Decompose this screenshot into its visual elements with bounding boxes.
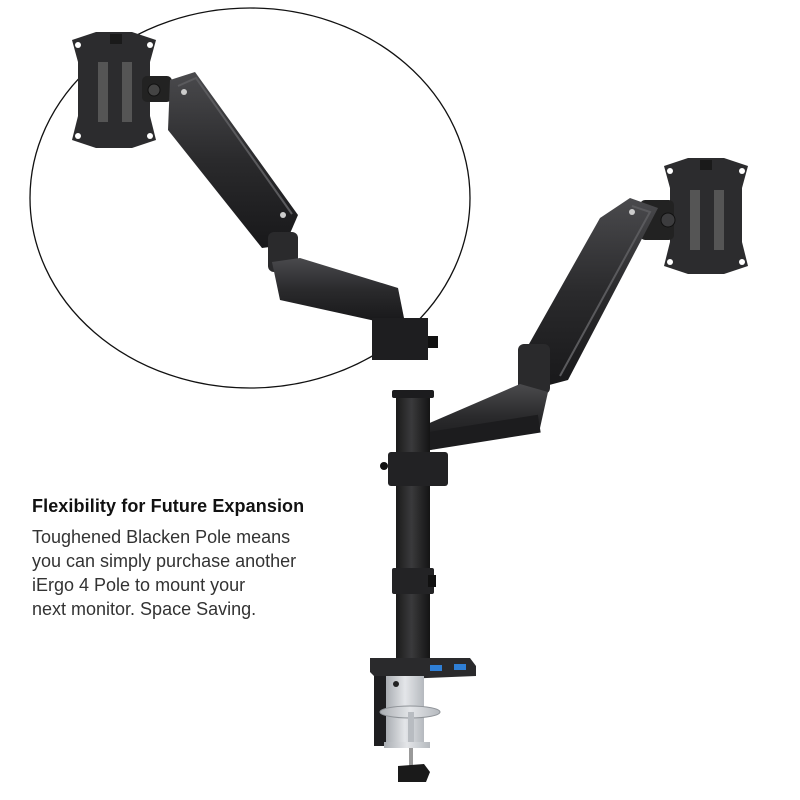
usb-port-icon: [430, 665, 442, 671]
desk-clamp-base: [370, 658, 476, 782]
caption-line: you can simply purchase another: [32, 551, 297, 571]
highlight-ellipse: [29, 7, 471, 389]
pole: [380, 390, 448, 665]
usb-port-icon: [454, 664, 466, 670]
caption-heading: Flexibility for Future Expansion: [32, 496, 305, 516]
caption-body: Toughened Blacken Pole means you can sim…: [32, 525, 362, 621]
caption-line: Toughened Blacken Pole means: [32, 527, 291, 547]
caption-line: iErgo 4 Pole to mount your: [32, 575, 246, 595]
caption-line: next monitor. Space Saving.: [32, 599, 257, 619]
feature-caption: Flexibility for Future Expansion Toughen…: [32, 496, 362, 621]
right-arm: [418, 158, 748, 451]
left-arm-detail: [72, 32, 438, 360]
